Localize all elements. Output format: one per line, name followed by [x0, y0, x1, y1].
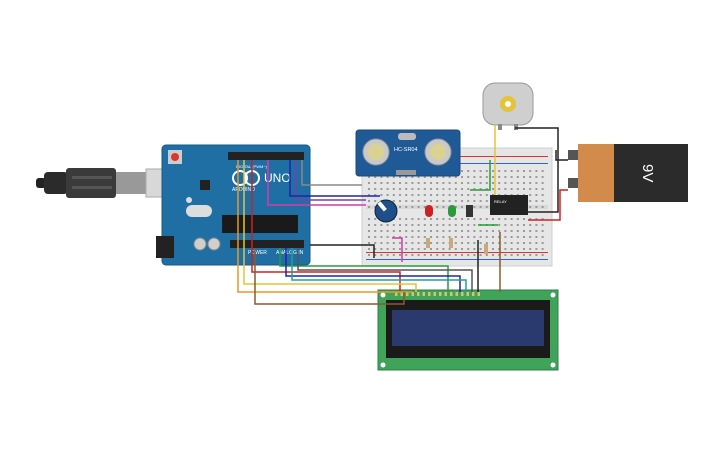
power-analog-header	[230, 240, 304, 248]
dc-motor[interactable]	[482, 82, 534, 130]
relay-module[interactable]: RELAY	[490, 195, 528, 215]
analog-label: ANALOG IN	[276, 250, 304, 256]
transistor[interactable]	[466, 205, 473, 217]
wire-dark	[297, 248, 473, 292]
wire-brown	[254, 248, 405, 305]
sensor-model-label: HC-SR04	[394, 147, 418, 153]
board-name: UNO	[264, 171, 291, 185]
battery-wire-black	[555, 150, 568, 161]
battery-voltage-label: 9V	[639, 164, 656, 182]
wires	[237, 125, 568, 305]
wire-purple	[295, 160, 366, 201]
wire-yellow	[243, 160, 417, 292]
wire-green	[279, 248, 449, 292]
potentiometer[interactable]	[374, 199, 398, 223]
motor-wire-black	[515, 127, 559, 213]
battery-wire-red	[528, 189, 568, 221]
relay-label: RELAY	[494, 199, 507, 204]
lcd-screen	[392, 310, 544, 346]
hc-sr04-sensor[interactable]: HC-SR04	[355, 129, 461, 177]
wire-red-5v	[251, 160, 401, 292]
lcd-pins	[395, 292, 480, 296]
wire-blue-2	[285, 248, 461, 292]
atmega-chip	[222, 215, 298, 233]
wire-blue	[289, 160, 380, 197]
green-led[interactable]	[448, 205, 456, 217]
wire-green-2	[470, 160, 491, 191]
wire-orange	[237, 160, 412, 293]
lcd-16x2[interactable]	[377, 289, 559, 371]
9v-battery[interactable]: 9V	[568, 144, 688, 202]
wire-magenta	[267, 160, 366, 206]
usb-cable	[36, 168, 171, 198]
red-led[interactable]	[425, 205, 433, 217]
arduino-logo-icon	[232, 170, 248, 186]
wire-cyan	[291, 248, 467, 292]
wire-gray	[301, 160, 362, 186]
power-label: POWER	[248, 250, 267, 256]
digital-header	[228, 152, 304, 160]
wire-black-gnd	[310, 244, 375, 258]
wire-magenta-2	[392, 237, 403, 262]
resistors	[426, 238, 488, 254]
reset-button[interactable]	[171, 153, 179, 161]
